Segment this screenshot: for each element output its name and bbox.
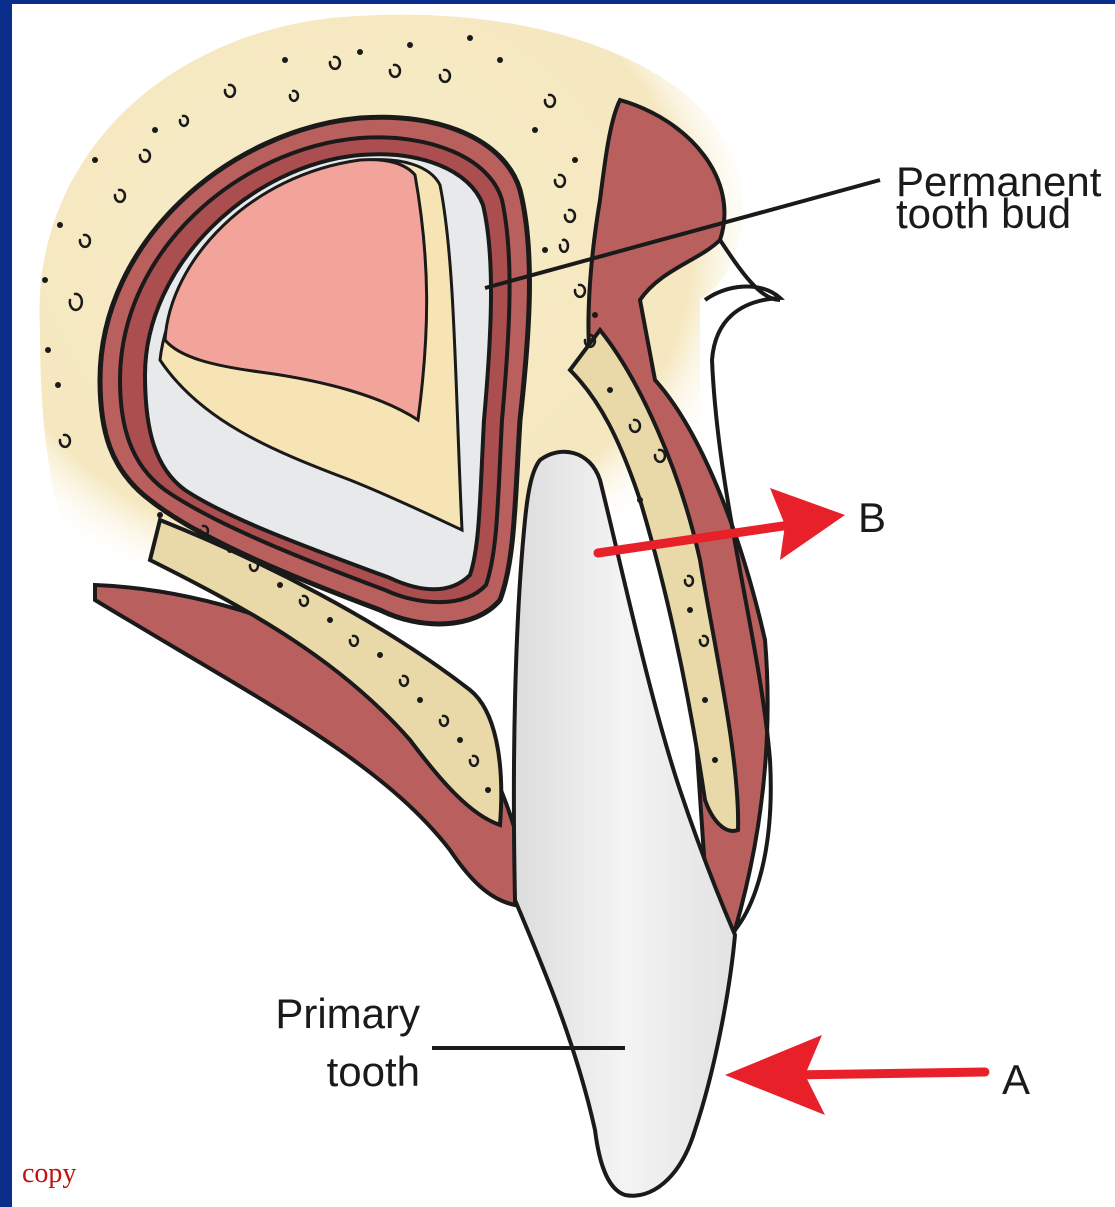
permanent-label-line2: tooth bud	[896, 190, 1071, 238]
copy-text: copy	[22, 1158, 76, 1190]
primary-label-line1: Primary	[240, 990, 420, 1038]
primary-label-line2: tooth	[240, 1048, 420, 1096]
label-a: A	[1002, 1056, 1030, 1104]
arrow-a	[725, 1035, 985, 1115]
label-b: B	[858, 494, 886, 542]
